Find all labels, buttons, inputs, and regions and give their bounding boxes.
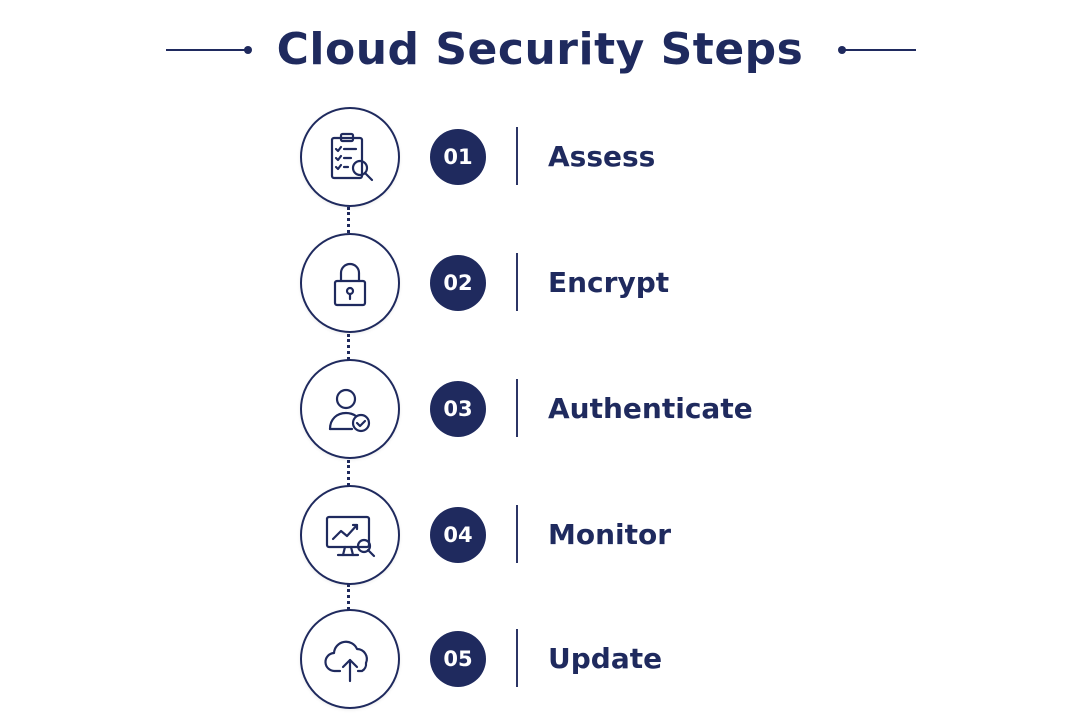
step-encrypt: 02 Encrypt [0, 233, 1080, 333]
step-icon-circle [300, 233, 400, 333]
step-authenticate: 03 Authenticate [0, 359, 1080, 459]
step-icon-circle [300, 485, 400, 585]
step-divider [516, 379, 518, 437]
step-number-badge: 02 [430, 255, 486, 311]
title-decoration-right [838, 46, 916, 54]
title-decoration-left [166, 46, 252, 54]
step-connector [347, 207, 350, 233]
step-divider [516, 127, 518, 185]
step-update: 05 Update [0, 609, 1080, 709]
step-icon-circle [300, 107, 400, 207]
page-title: Cloud Security Steps [276, 24, 804, 75]
step-icon-circle [300, 609, 400, 709]
title-row: Cloud Security Steps [0, 18, 1080, 82]
step-connector [347, 460, 350, 486]
step-number-badge: 03 [430, 381, 486, 437]
step-divider [516, 505, 518, 563]
step-divider [516, 253, 518, 311]
cloud-upload-icon [324, 640, 368, 683]
step-divider [516, 629, 518, 687]
step-number-badge: 05 [430, 631, 486, 687]
step-connector [347, 584, 350, 610]
user-check-icon [328, 388, 371, 433]
padlock-icon [333, 262, 367, 307]
step-label: Monitor [548, 518, 672, 551]
monitor-analytics-icon [325, 515, 376, 558]
step-icon-circle [300, 359, 400, 459]
step-label: Authenticate [548, 392, 753, 425]
step-label: Update [548, 642, 663, 675]
step-number-badge: 01 [430, 129, 486, 185]
title-decoration-dot [244, 46, 252, 54]
step-label: Encrypt [548, 266, 670, 299]
step-number-badge: 04 [430, 507, 486, 563]
step-label: Assess [548, 140, 656, 173]
step-connector [347, 334, 350, 360]
clipboard-search-icon [330, 132, 374, 182]
step-assess: 01 Assess [0, 107, 1080, 207]
step-monitor: 04 Monitor [0, 485, 1080, 585]
title-decoration-dot [838, 46, 846, 54]
